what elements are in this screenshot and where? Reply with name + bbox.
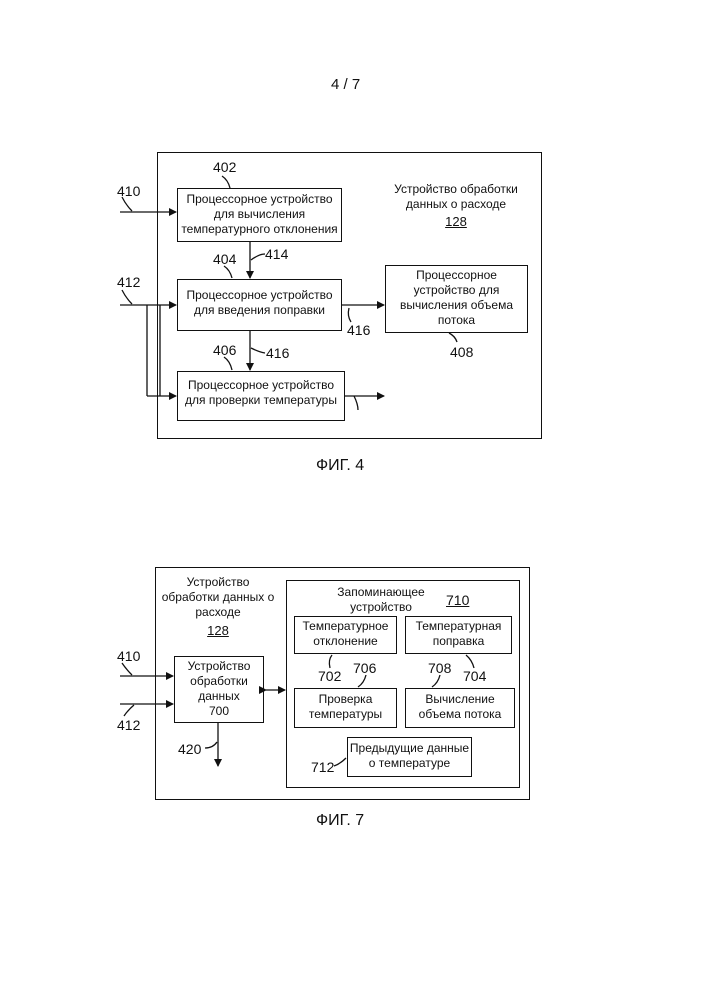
leader-712 xyxy=(334,758,346,766)
leader-704 xyxy=(466,655,474,668)
leader-416-b xyxy=(251,348,265,353)
leader-406-out xyxy=(354,396,358,410)
leader-412-fig7 xyxy=(124,705,134,716)
leader-420 xyxy=(205,742,217,748)
leader-404 xyxy=(224,266,232,278)
leader-414 xyxy=(251,254,265,260)
leader-416-a xyxy=(348,308,351,322)
leader-408 xyxy=(449,333,457,342)
leader-708 xyxy=(432,675,440,687)
leader-706 xyxy=(358,675,366,687)
leader-406 xyxy=(224,357,232,370)
leader-412 xyxy=(122,290,132,304)
leader-410 xyxy=(122,197,132,211)
leader-410-fig7 xyxy=(122,663,132,675)
leader-702 xyxy=(329,655,332,668)
leader-402 xyxy=(222,176,230,188)
